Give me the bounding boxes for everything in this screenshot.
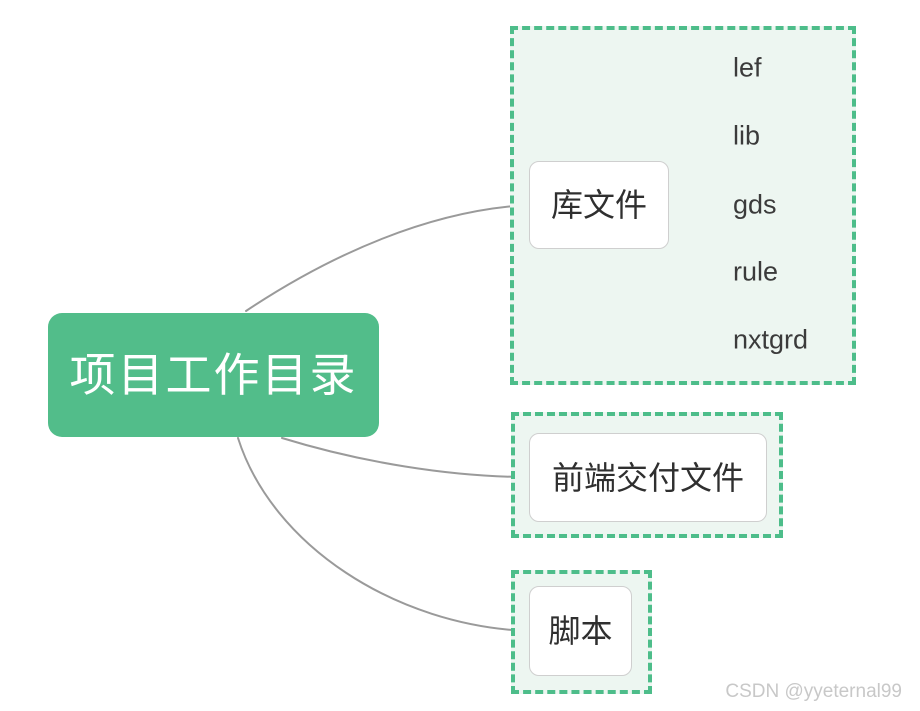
- connector-root-to-lib: [245, 204, 530, 312]
- root-node-label: 项目工作目录: [69, 349, 358, 401]
- leaf-node-lib[interactable]: lib: [733, 120, 761, 151]
- connector-root-to-frontend: [281, 437, 530, 478]
- topic-node-lib[interactable]: 库文件: [529, 161, 669, 249]
- topic-node-script-label: 脚本: [548, 613, 613, 649]
- leaf-node-lef[interactable]: lef: [733, 52, 762, 83]
- connector-root-to-script: [237, 437, 530, 632]
- topic-node-frontend-label: 前端交付文件: [551, 459, 744, 496]
- leaf-node-rule[interactable]: rule: [733, 256, 779, 287]
- leaf-node-gds[interactable]: gds: [733, 189, 777, 220]
- topic-node-lib-label: 库文件: [550, 187, 647, 223]
- topic-node-script[interactable]: 脚本: [529, 586, 632, 676]
- watermark-text: CSDN @yyeternal99: [725, 681, 902, 702]
- leaf-node-nxtgrd[interactable]: nxtgrd: [733, 324, 809, 355]
- topic-node-frontend[interactable]: 前端交付文件: [529, 433, 767, 522]
- root-node[interactable]: 项目工作目录: [48, 313, 379, 437]
